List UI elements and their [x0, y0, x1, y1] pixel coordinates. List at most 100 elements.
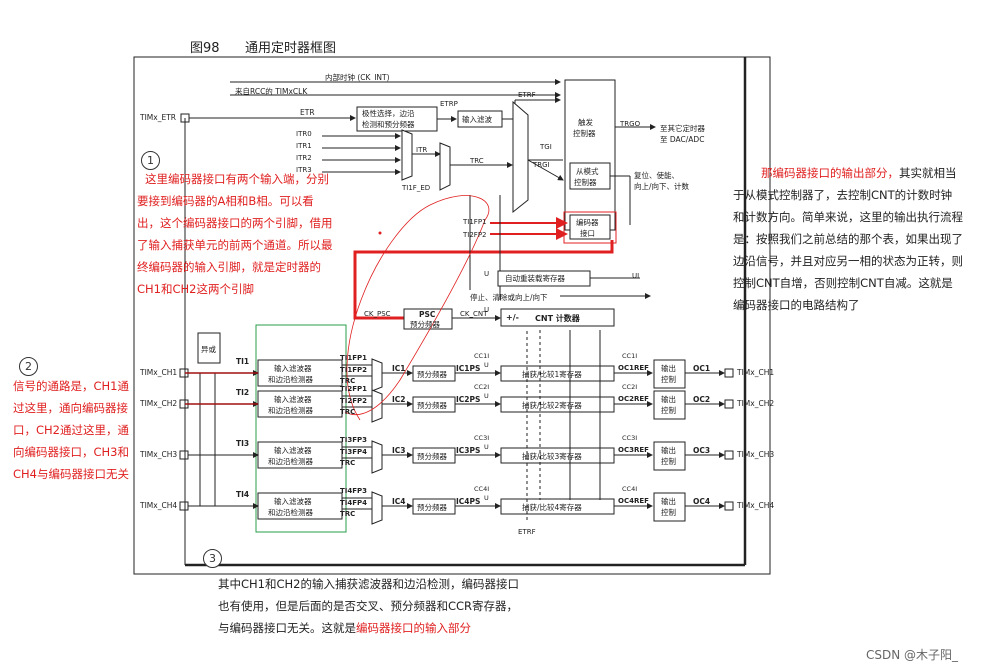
note-right-highlight: 那编码器接口的输出部分， [761, 166, 899, 180]
channel-input-pin-label: TIMx_CH4 [140, 501, 178, 510]
trigger-controller [564, 79, 616, 231]
channel-output-ctrl-label-2: 控制 [661, 508, 676, 517]
note-right-line: 和计数方向。简单来说，这里的输出执行流程 [733, 210, 963, 224]
channel-cc-flag-label: CC2I [622, 383, 638, 391]
note-2-line: CH4与编码器接口无关 [13, 467, 129, 481]
label-trc-top: TRC [470, 157, 484, 165]
channel-ocref-label: OC3REF [618, 446, 649, 454]
channel-fp-a-label: TI3FP3 [340, 436, 368, 444]
channel-capture-register-label: 捕获/比较3寄存器 [522, 452, 582, 461]
channel-ti-label: TI2 [236, 388, 250, 397]
label-trigger-ctrl-2: 控制器 [573, 129, 596, 138]
label-etr: ETR [300, 108, 315, 117]
channel-input-pin-label: TIMx_CH3 [140, 450, 178, 459]
input-filter-edge-detector [257, 441, 343, 469]
channel-u-label: U [484, 392, 489, 400]
channel-ic-label: IC4 [392, 497, 406, 506]
channel-ti-label: TI3 [236, 439, 250, 448]
label-polarity-2: 检测和预分频器 [362, 120, 415, 129]
label-ck-cnt: CK_CNT [460, 310, 488, 318]
channel-input-pin-label: TIMx_CH2 [140, 399, 178, 408]
channel-output-pin-label: TIMx_CH1 [737, 368, 775, 377]
channel-cci-label: CC3I [474, 434, 490, 442]
note-right: 那编码器接口的输出部分，其实就相当 于从模式控制器了，去控制CNT的计数时钟 和… [733, 162, 995, 316]
channel-output-pin-label: TIMx_CH3 [737, 450, 775, 459]
channel-output-ctrl-label-1: 输出 [661, 395, 676, 404]
input-mux [371, 491, 383, 525]
note-3: 其中CH1和CH2的输入捕获滤波器和边沿检测，编码器接口 也有使用，但是后面的是… [218, 573, 578, 639]
psc-prescaler [403, 308, 453, 330]
label-stop-clear: 停止、清除或向上/向下 [470, 293, 548, 302]
note-2-line: 向编码器接口，CH3和 [13, 445, 129, 459]
channel-cci-label: CC1I [474, 352, 490, 360]
channel-trc-label: TRC [340, 459, 356, 467]
slave-mode-controller [569, 162, 611, 190]
label-encoder-2: 接口 [580, 229, 595, 238]
label-from-rcc: 来自RCC的 TIMxCLK [235, 87, 308, 96]
note-2-line: 过这里，通向编码器接 [13, 401, 128, 415]
channel-ic-label: IC1 [392, 364, 406, 373]
note-1-line: 这里编码器接口有两个输入端，分别 [145, 172, 329, 186]
annotation-circle-3: 3 [203, 549, 222, 568]
label-etrp: ETRP [440, 100, 458, 108]
label-to-other-1: 至其它定时器 [660, 124, 705, 133]
channel-fp-a-label: TI1FP1 [340, 354, 368, 362]
channel-output-ctrl-label-2: 控制 [661, 457, 676, 466]
note-3-text: 与编码器接口无关。这就是 [218, 621, 356, 635]
channel-ocref-label: OC2REF [618, 395, 649, 403]
note-1: 这里编码器接口有两个输入端，分别 要接到编码器的A相和B相。可以看 出，这个编码… [137, 168, 359, 300]
channel-ocref-label: OC4REF [618, 497, 649, 505]
label-trgo: TRGO [620, 120, 641, 128]
label-cnt: CNT 计数器 [535, 314, 580, 323]
channel-cci-label: CC4I [474, 485, 490, 493]
channel-output-ctrl-label-2: 控制 [661, 406, 676, 415]
label-itr1: ITR1 [296, 142, 312, 150]
label-ti1fp1-top: TI1FP1 [463, 218, 487, 226]
xor-box [197, 332, 221, 364]
label-ui: UI [632, 272, 640, 280]
input-mux [371, 358, 383, 392]
channel-oc-label: OC4 [693, 497, 711, 506]
channel-oc-label: OC3 [693, 446, 711, 455]
encoder-interface-box [569, 214, 611, 240]
note-3-line: 与编码器接口无关。这就是编码器接口的输入部分 [218, 617, 578, 639]
channel-icps-label: IC1PS [456, 364, 481, 373]
note-right-line: 是：按照我们之前总结的那个表，如果出现了 [733, 232, 963, 246]
note-right-line: 于从模式控制器了，去控制CNT的计数时钟 [733, 188, 953, 202]
channel-ic-label: IC2 [392, 395, 406, 404]
channel-fp-a-label: TI2FP1 [340, 385, 368, 393]
channel-capture-register-label: 捕获/比较4寄存器 [522, 503, 582, 512]
output-control [653, 390, 686, 420]
channel-trc-label: TRC [340, 377, 356, 385]
note-1-line: 终编码器的输入引脚，就是定时器的 [137, 260, 321, 274]
input-filter-edge-detector [257, 359, 343, 387]
watermark: CSDN @木子阳_ [866, 648, 959, 662]
label-polarity-1: 极性选择，边沿 [362, 109, 415, 118]
label-itr0: ITR0 [296, 130, 312, 138]
label-slave-out-2: 向上/向下、计数 [634, 182, 690, 191]
channel-icps-label: IC3PS [456, 446, 481, 455]
note-2-line: 信号的通路是，CH1通 [13, 379, 129, 393]
annotation-circle-2: 2 [19, 357, 38, 376]
output-pin [724, 399, 734, 409]
label-u-1: U [484, 270, 490, 278]
label-auto-reload: 自动重装载寄存器 [505, 274, 565, 283]
label-tgi: TGI [540, 143, 552, 151]
channel-icps-label: IC2PS [456, 395, 481, 404]
note-2-line: 口，CH2通过这里，通 [13, 423, 129, 437]
channel-cc-flag-label: CC4I [622, 485, 638, 493]
channel-fp-a-label: TI4FP3 [340, 487, 368, 495]
input-mux [371, 440, 383, 474]
label-trigger-ctrl-1: 触发 [578, 118, 593, 127]
note-1-line: 出，这个编码器接口的两个引脚，借用 [137, 216, 333, 230]
channel-filter-label-1: 输入滤波器 [274, 446, 312, 455]
channel-icps-label: IC4PS [456, 497, 481, 506]
label-internal-clock: 内部时钟 (CK_INT) [325, 73, 390, 82]
figure-number: 图98 [190, 41, 220, 56]
note-right-line: 边沿信号，并且对应另一相的状态为正转，则 [733, 254, 963, 268]
label-input-filter: 输入滤波 [462, 115, 492, 124]
channel-prescaler-label: 预分频器 [417, 401, 447, 410]
label-xor: 异或 [201, 345, 216, 354]
channel-u-label: U [484, 443, 489, 451]
